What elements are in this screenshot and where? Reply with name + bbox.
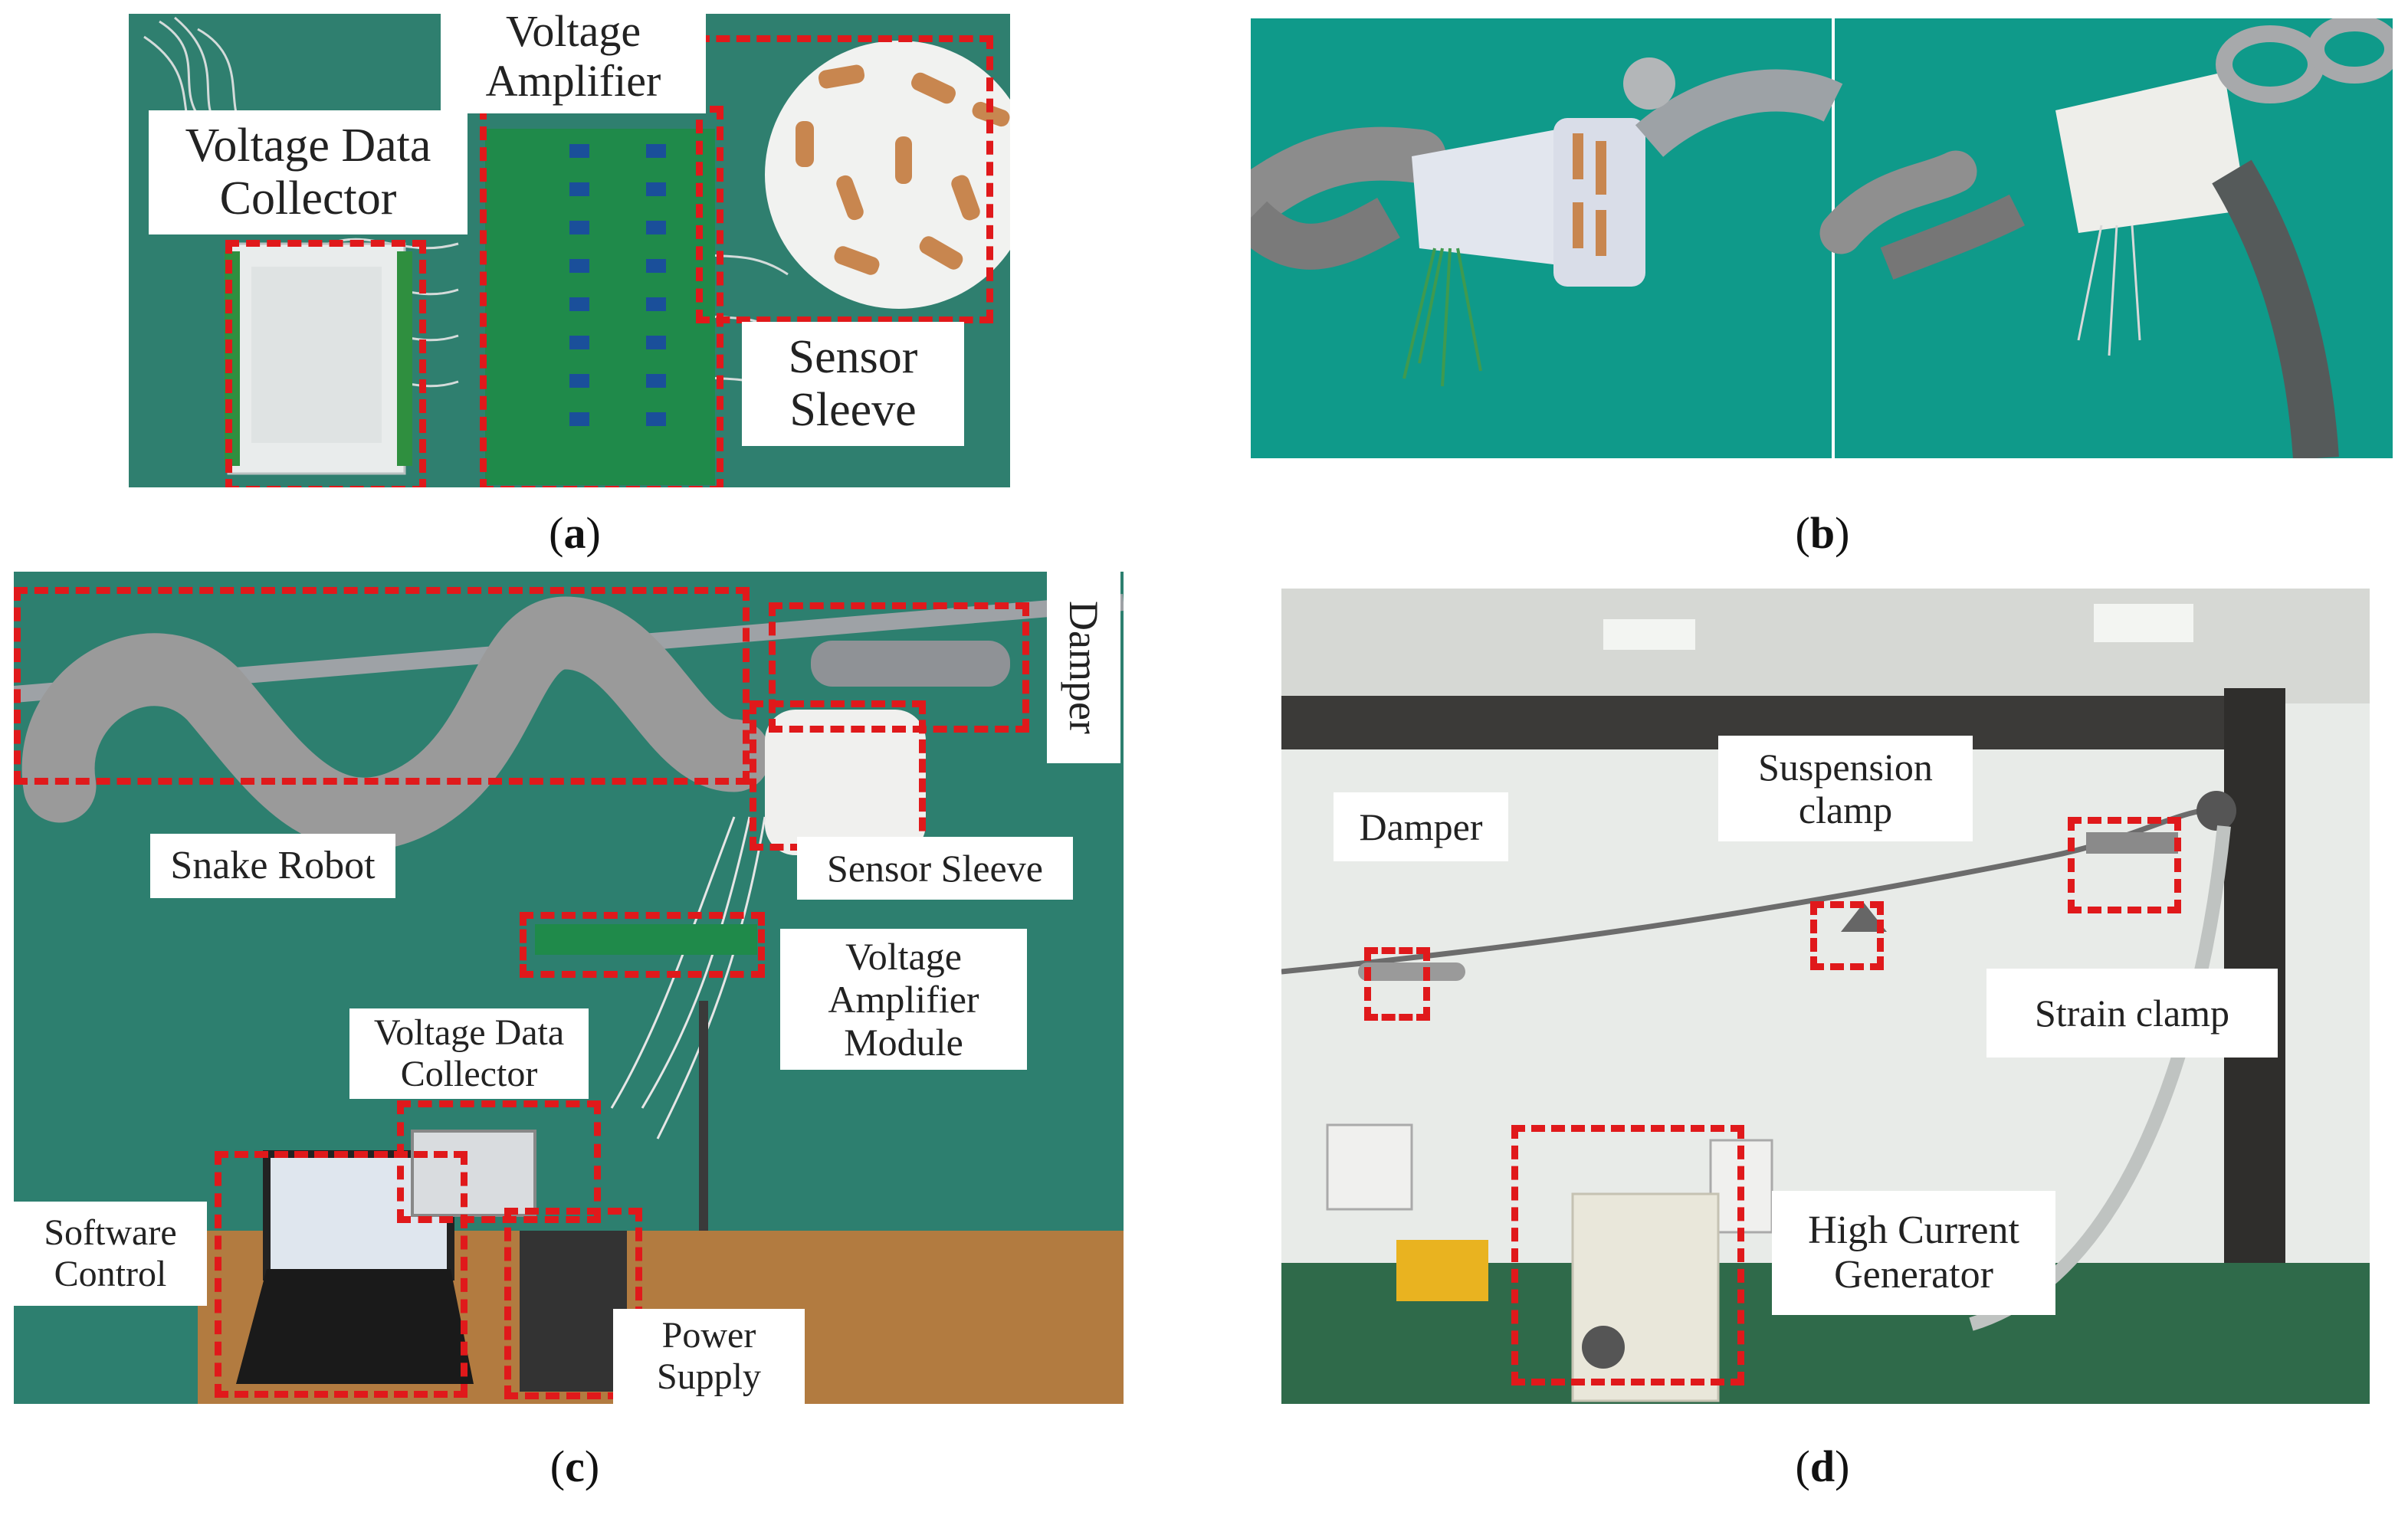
suspension-clamp-highlight [1810,901,1884,970]
label-line: Generator [1834,1253,1993,1297]
label-line: Power [661,1315,756,1356]
caption-letter: b [1809,508,1836,558]
label-line: Voltage Data [373,1012,565,1054]
label-strain-clamp: Strain clamp [1986,969,2278,1058]
label-line: High Current [1808,1208,2019,1252]
panel-b [1251,18,2393,458]
label-sensor-sleeve-a: Sensor Sleeve [742,322,964,446]
label-line: clamp [1798,789,1893,831]
label-voltage-amplifier-a: Voltage Amplifier [441,0,706,113]
amplifier-module-highlight [520,912,765,978]
label-line: Strain clamp [2034,992,2230,1035]
label-line: Voltage [505,6,641,57]
label-line: Voltage Data [185,119,431,172]
label-suspension-clamp: Suspension clamp [1718,736,1973,841]
generator-highlight [1511,1125,1744,1385]
label-voltage-amplifier-module: Voltage Amplifier Module [780,929,1027,1070]
label-line: Supply [656,1356,762,1397]
damper-highlight [769,602,1029,733]
power-supply-highlight [504,1208,642,1399]
label-voltage-data-collector-a: Voltage Data Collector [149,110,467,234]
damper-highlight-d [1364,947,1430,1021]
caption-b: (b) [1795,508,1850,558]
label-line: Software [44,1212,177,1254]
label-line: Damper [1061,601,1107,734]
caption-letter: c [565,1441,585,1491]
panel-b-photo [1251,18,2393,458]
label-line: Snake Robot [170,843,376,887]
caption-c: (c) [550,1441,600,1491]
amplifier-highlight-a [480,106,723,487]
label-line: Sleeve [789,384,917,436]
strain-clamp-highlight [2068,817,2181,913]
label-line: Amplifier [485,56,661,106]
sensor-sleeve-highlight-c [750,700,926,851]
software-control-highlight [215,1151,467,1398]
label-line: Collector [219,172,397,225]
label-software-control: Software Control [14,1202,207,1306]
label-damper-d: Damper [1334,792,1508,861]
label-high-current-generator: High Current Generator [1772,1191,2055,1315]
label-line: Collector [400,1054,538,1094]
label-snake-robot: Snake Robot [150,834,395,898]
caption-d: (d) [1795,1441,1850,1491]
caption-letter: d [1809,1441,1836,1491]
collector-highlight-c [397,1100,601,1223]
label-line: Voltage [845,935,962,978]
label-line: Damper [1359,805,1483,848]
caption-letter: a [563,508,586,558]
label-damper-c: Damper [1047,572,1120,763]
sensor-sleeve-highlight-a [696,35,993,323]
label-line: Amplifier [828,978,979,1021]
label-line: Control [54,1254,167,1294]
label-sensor-sleeve-c: Sensor Sleeve [797,837,1073,900]
label-line: Sensor Sleeve [827,847,1043,890]
snake-robot-highlight [14,587,750,785]
caption-a: (a) [549,508,601,558]
label-line: Sensor [788,330,918,383]
label-line: Module [844,1021,963,1064]
collector-highlight-a [225,240,426,487]
label-voltage-data-collector-c: Voltage Data Collector [349,1008,589,1099]
label-line: Suspension [1758,746,1933,789]
label-power-supply: Power Supply [613,1309,805,1404]
